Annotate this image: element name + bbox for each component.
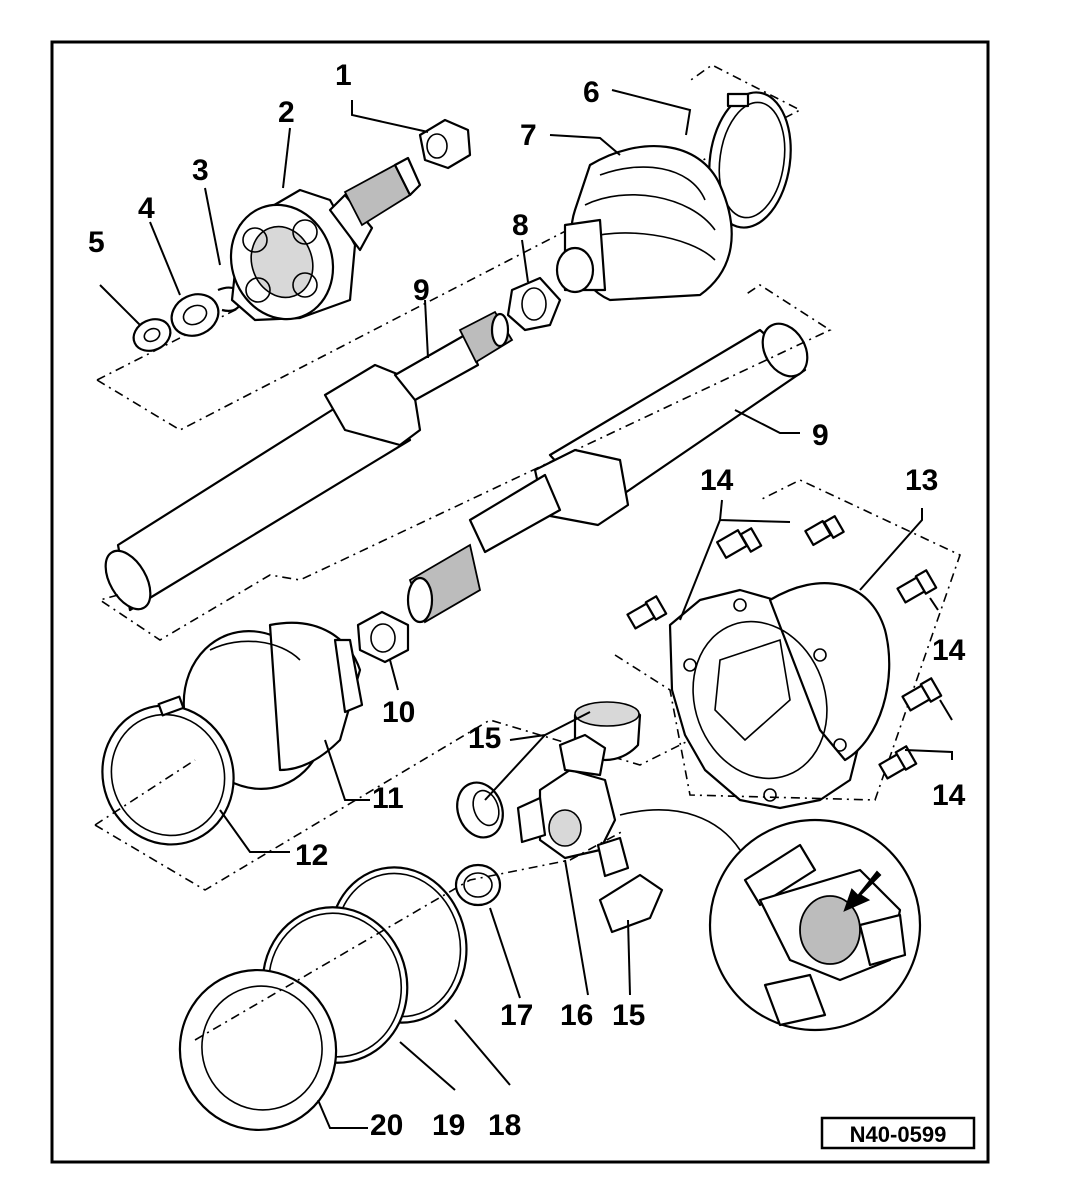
part-10-thrust-washer bbox=[356, 610, 410, 664]
part-5-washer bbox=[132, 318, 172, 352]
part-14-bolts bbox=[626, 515, 943, 780]
label-part-14-top: 14 bbox=[700, 464, 734, 497]
label-part-2: 2 bbox=[278, 96, 295, 129]
diagram-frame bbox=[50, 40, 990, 1164]
figure-id-box: N40-0599 bbox=[820, 1116, 976, 1150]
label-part-12: 12 bbox=[295, 839, 328, 872]
label-part-15-lower: 15 bbox=[612, 999, 645, 1032]
label-part-14-bottom: 14 bbox=[932, 779, 966, 812]
part-12-clamp bbox=[101, 695, 235, 846]
label-part-7: 7 bbox=[520, 119, 537, 152]
upper-dashed-envelope bbox=[96, 64, 802, 431]
part-2-outer-cv-joint bbox=[229, 156, 422, 322]
label-part-9-left: 9 bbox=[413, 274, 430, 307]
part-20-cap bbox=[178, 968, 338, 1132]
label-part-9-right: 9 bbox=[812, 419, 829, 452]
label-part-18: 18 bbox=[488, 1109, 521, 1142]
label-part-1: 1 bbox=[335, 59, 352, 92]
part-15-bearing-lower bbox=[598, 873, 664, 934]
label-part-4: 4 bbox=[138, 192, 155, 225]
label-part-3: 3 bbox=[192, 154, 209, 187]
label-part-15-upper: 15 bbox=[468, 722, 501, 755]
leader-lines bbox=[99, 89, 953, 1129]
label-part-11: 11 bbox=[372, 782, 404, 815]
detail-magnifier bbox=[619, 809, 922, 1032]
part-number-labels: 1 2 3 4 5 6 7 8 9 9 10 11 12 13 14 14 14… bbox=[88, 59, 966, 1142]
label-part-14-right: 14 bbox=[932, 634, 966, 667]
middle-dashed-envelope bbox=[98, 284, 832, 641]
label-part-10: 10 bbox=[382, 696, 415, 729]
figure-id: N40-0599 bbox=[850, 1122, 947, 1147]
part-8-thrust-washer bbox=[506, 276, 562, 332]
label-part-8: 8 bbox=[512, 209, 529, 242]
part-9-drive-shaft-right bbox=[406, 322, 809, 624]
part-16-tripod-spider bbox=[516, 733, 630, 878]
label-part-17: 17 bbox=[500, 999, 533, 1032]
part-13-joint-flange bbox=[668, 582, 891, 810]
part-1-hex-nut bbox=[418, 118, 472, 170]
label-part-20: 20 bbox=[370, 1109, 403, 1142]
part-4-dish-spring bbox=[170, 293, 220, 337]
label-part-19: 19 bbox=[432, 1109, 465, 1142]
arrow-down-left-icon bbox=[843, 870, 882, 912]
label-part-6: 6 bbox=[583, 76, 600, 109]
part-17-circlip bbox=[454, 863, 502, 907]
part-15-bearing-left bbox=[456, 781, 504, 839]
part-9-drive-shaft-left bbox=[104, 310, 514, 612]
label-part-5: 5 bbox=[88, 226, 105, 259]
flange-dashed-envelope bbox=[614, 479, 961, 801]
label-part-13: 13 bbox=[905, 464, 938, 497]
lower-dashed-envelope bbox=[94, 719, 701, 891]
label-part-16: 16 bbox=[560, 999, 593, 1032]
part-6-clamp bbox=[708, 91, 792, 229]
part-7-outer-boot bbox=[555, 145, 733, 302]
